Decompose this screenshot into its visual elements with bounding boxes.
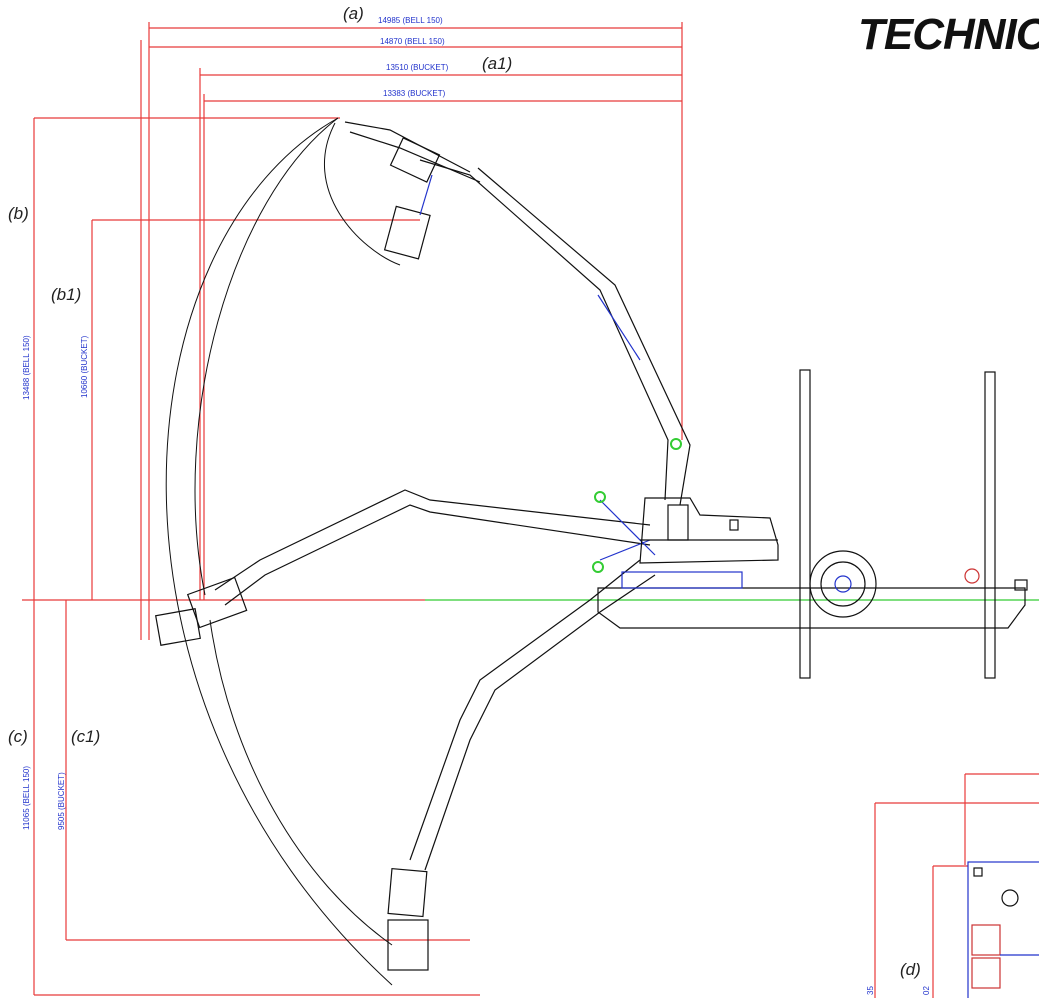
dim-depth-bell: 11065 (BELL 150)	[22, 766, 31, 830]
dim-partial-2: 02	[922, 986, 931, 995]
label-b1: (b1)	[51, 285, 82, 304]
label-a1: (a1)	[482, 54, 513, 73]
boom-lowered	[387, 539, 656, 971]
dim-reach-bucket: 13510 (BUCKET)	[386, 63, 449, 72]
reach-dimensions	[140, 22, 683, 640]
boom-raised	[344, 121, 691, 506]
reach-envelope	[165, 117, 401, 986]
dim-reach-bell-2: 14870 (BELL 150)	[380, 37, 445, 46]
dim-partial-1: 35	[866, 986, 875, 995]
boom-horizontal	[155, 489, 656, 646]
height-depth-dimensions	[22, 117, 480, 996]
pontoon-hull	[597, 369, 1028, 679]
label-b: (b)	[8, 204, 29, 223]
dim-depth-bucket: 9505 (BUCKET)	[57, 772, 66, 830]
dim-height-bucket: 10660 (BUCKET)	[80, 335, 89, 398]
dim-height-bell: 13488 (BELL 150)	[22, 335, 31, 400]
label-d: (d)	[900, 960, 921, 979]
label-c: (c)	[8, 727, 28, 746]
excavator-cab	[639, 497, 779, 564]
dim-reach-bucket-2: 13383 (BUCKET)	[383, 89, 446, 98]
top-view-partial	[874, 773, 1039, 998]
page-title: TECHNIC	[858, 10, 1039, 59]
pivot-points	[592, 438, 682, 573]
dim-reach-bell: 14985 (BELL 150)	[378, 16, 443, 25]
label-a: (a)	[343, 4, 364, 23]
label-c1: (c1)	[71, 727, 101, 746]
